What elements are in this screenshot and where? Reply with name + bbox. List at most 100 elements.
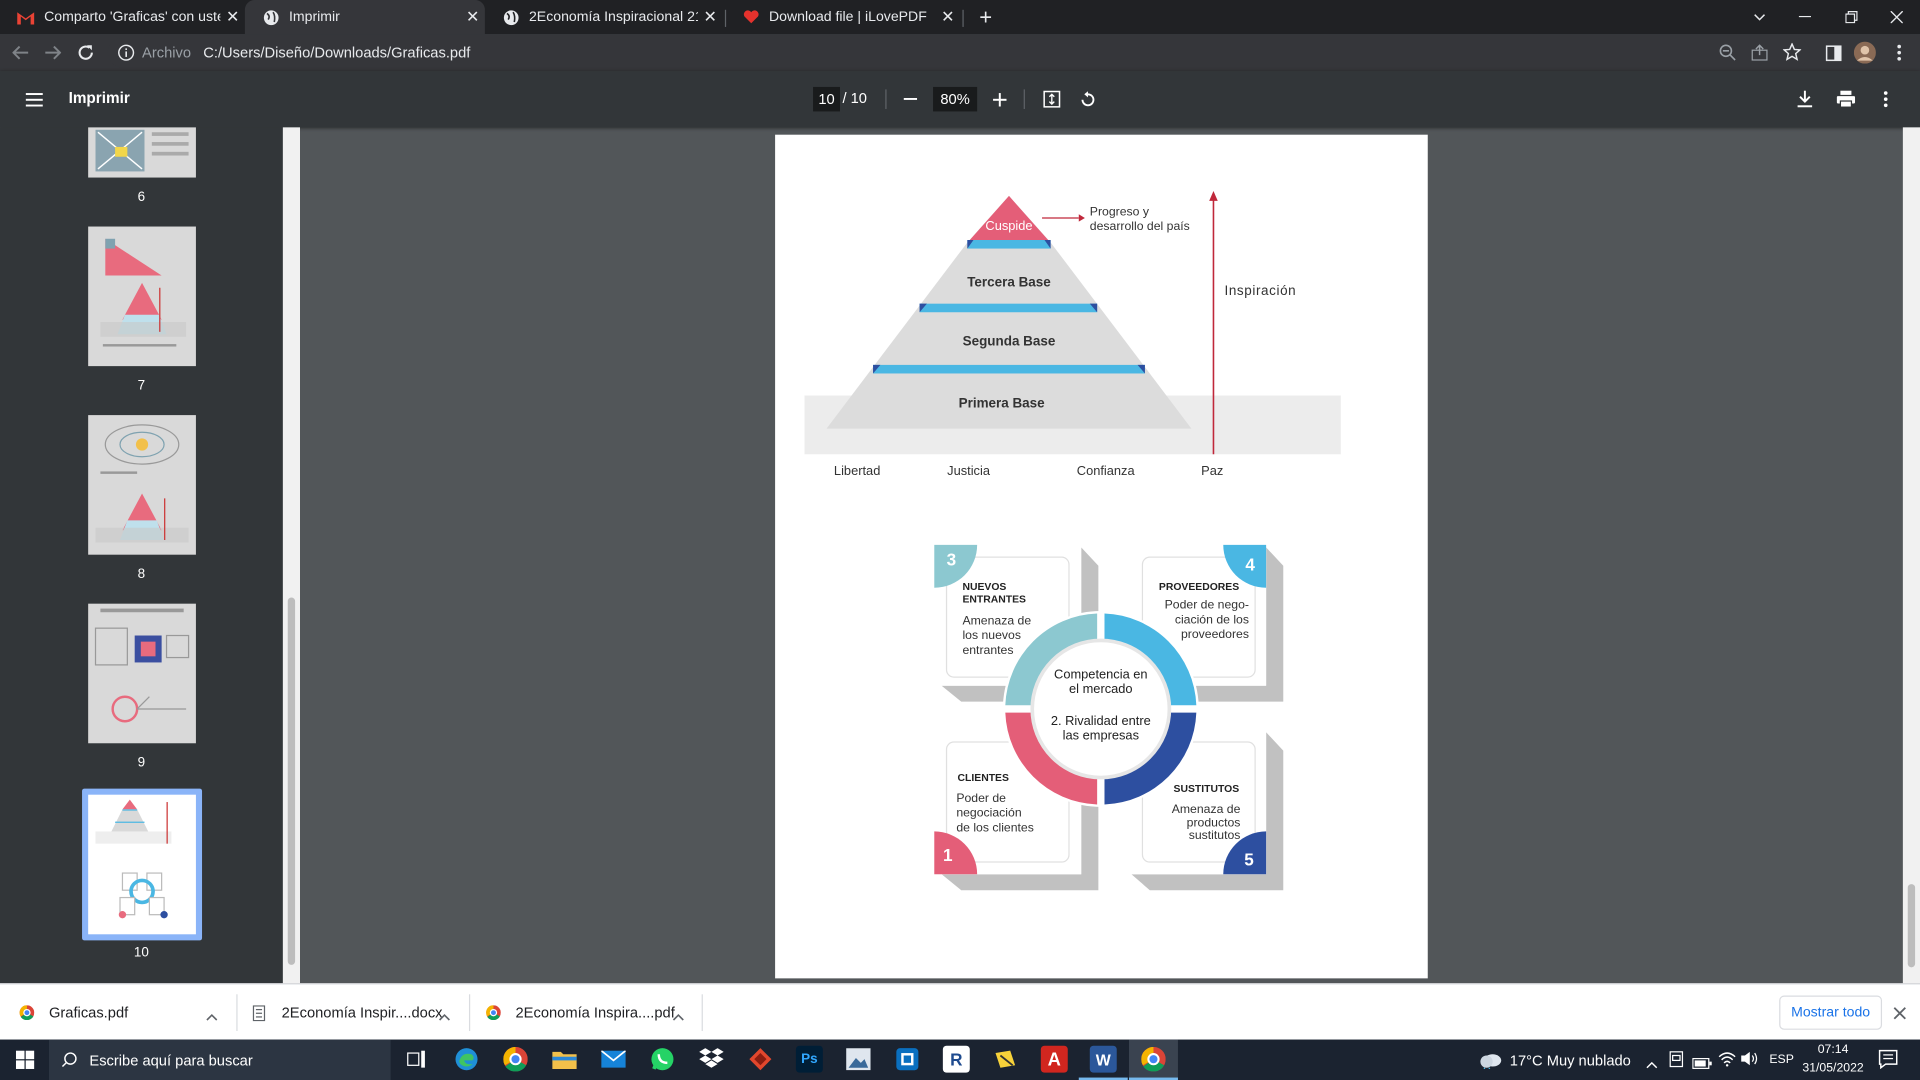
- language-indicator[interactable]: ESP: [1769, 1053, 1794, 1067]
- revit-icon[interactable]: R: [942, 1045, 970, 1073]
- page-total: / 10: [842, 89, 867, 107]
- center-text-line: 2. Rivalidad entre: [1051, 713, 1151, 728]
- autodesk-icon[interactable]: [747, 1046, 774, 1073]
- chrome-icon: [19, 1005, 35, 1021]
- tab-economia[interactable]: 2Economía Inspiracional 21.05.20 ✕: [485, 0, 723, 34]
- sketchup-icon[interactable]: [894, 1046, 921, 1073]
- wifi-icon[interactable]: [1718, 1051, 1736, 1071]
- tab-search-icon[interactable]: [1736, 0, 1783, 34]
- windows-start-icon[interactable]: [11, 1046, 38, 1073]
- page-thumbnail-10[interactable]: [88, 794, 196, 935]
- page-thumbnail-7[interactable]: [88, 226, 196, 367]
- zoom-input[interactable]: 80%: [933, 86, 978, 112]
- close-window-icon[interactable]: [1873, 0, 1920, 34]
- mail-icon[interactable]: [600, 1046, 627, 1073]
- page-thumbnail-6[interactable]: [88, 127, 196, 178]
- whatsapp-icon[interactable]: [649, 1046, 676, 1073]
- globe-icon: [502, 9, 519, 26]
- weather-cloud-icon[interactable]: [1478, 1049, 1502, 1072]
- taskbar-search-box[interactable]: Escribe aquí para buscar: [48, 1039, 391, 1080]
- sticky-notes-icon[interactable]: [992, 1046, 1019, 1073]
- reload-icon[interactable]: [70, 34, 102, 71]
- base-label: Libertad: [834, 463, 880, 478]
- card-body-line: Poder de nego-: [1165, 598, 1249, 612]
- forward-icon[interactable]: [37, 34, 69, 71]
- volume-icon[interactable]: [1740, 1051, 1758, 1071]
- task-view-icon[interactable]: [403, 1046, 430, 1073]
- chevron-up-icon[interactable]: [206, 1008, 218, 1025]
- info-icon[interactable]: [118, 44, 135, 65]
- base-label: Confianza: [1077, 463, 1136, 478]
- thumbnail-label: 10: [133, 945, 149, 961]
- pyramid-separator: [967, 240, 1051, 249]
- gmail-icon: [17, 9, 35, 26]
- chevron-up-icon[interactable]: [672, 1008, 684, 1025]
- file-explorer-icon[interactable]: [551, 1046, 578, 1073]
- thumbnail-sidebar: 6 7 8 9 10: [0, 127, 283, 984]
- close-tab-icon[interactable]: ✕: [465, 7, 480, 26]
- tab-gmail[interactable]: Comparto 'Graficas' con usted - a ✕: [0, 0, 245, 34]
- fit-page-icon[interactable]: [1038, 86, 1065, 113]
- chevron-up-icon[interactable]: [438, 1008, 450, 1025]
- battery-icon[interactable]: [1692, 1053, 1712, 1073]
- side-panel-icon[interactable]: [1817, 34, 1849, 71]
- separator: [236, 994, 238, 1032]
- weather-text[interactable]: 17°C Muy nublado: [1509, 1051, 1631, 1069]
- url-text[interactable]: C:/Users/Diseño/Downloads/Graficas.pdf: [203, 44, 471, 62]
- close-tab-icon[interactable]: ✕: [703, 7, 717, 26]
- hamburger-menu-icon[interactable]: [21, 86, 48, 113]
- chrome-active-icon[interactable]: [1140, 1046, 1167, 1073]
- download-item-pdf[interactable]: 2Economía Inspira....pdf: [486, 984, 694, 1040]
- close-tab-icon[interactable]: ✕: [941, 7, 955, 26]
- page-thumbnail-8[interactable]: [88, 415, 196, 555]
- photoshop-icon[interactable]: Ps: [795, 1045, 823, 1073]
- notifications-icon[interactable]: [1878, 1049, 1898, 1072]
- downloads-bar: Graficas.pdf 2Economía Inspir....docx 2E…: [0, 983, 1920, 1040]
- zoom-icon[interactable]: [1719, 44, 1736, 65]
- tab-separator: [962, 9, 964, 27]
- back-icon[interactable]: [5, 34, 37, 71]
- separator: [701, 994, 703, 1032]
- rotate-icon[interactable]: [1074, 86, 1101, 113]
- dropbox-icon[interactable]: [698, 1046, 725, 1073]
- sidebar-scroll-thumb[interactable]: [287, 597, 296, 965]
- acrobat-icon[interactable]: A: [1040, 1045, 1068, 1073]
- clock-time[interactable]: 07:14: [1817, 1043, 1849, 1057]
- chrome-icon[interactable]: [502, 1046, 529, 1073]
- edge-icon[interactable]: [453, 1046, 480, 1073]
- restore-icon[interactable]: [1828, 0, 1875, 34]
- document-scroll-thumb[interactable]: [1907, 884, 1916, 968]
- page-number-input[interactable]: 10: [813, 86, 841, 112]
- avatar[interactable]: [1849, 34, 1881, 71]
- print-icon[interactable]: [1832, 86, 1859, 113]
- browser-menu-icon[interactable]: [1883, 34, 1915, 71]
- show-all-downloads-button[interactable]: Mostrar todo: [1779, 995, 1883, 1030]
- download-item-graficas[interactable]: Graficas.pdf: [19, 984, 228, 1040]
- zoom-in-icon[interactable]: [986, 86, 1013, 113]
- image-viewer-icon[interactable]: [845, 1046, 872, 1073]
- address-bar[interactable]: Archivo C:/Users/Diseño/Downloads/Grafic…: [107, 37, 1810, 68]
- clock-date[interactable]: 31/05/2022: [1802, 1061, 1864, 1076]
- card-body-line: ciación de los: [1175, 612, 1249, 626]
- pdf-page: Cuspide Tercera Base Segunda Base Primer…: [775, 134, 1428, 979]
- pyramid-separator: [919, 303, 1098, 313]
- download-icon[interactable]: [1791, 86, 1818, 113]
- tab-imprimir[interactable]: Imprimir ✕: [244, 0, 485, 35]
- search-icon: [61, 1052, 77, 1068]
- close-downloads-bar-icon[interactable]: [1893, 1004, 1906, 1024]
- zoom-out-icon[interactable]: [896, 86, 923, 113]
- chevron-up-icon[interactable]: [1646, 1053, 1658, 1073]
- sidebar-scrollbar[interactable]: [282, 127, 301, 984]
- close-tab-icon[interactable]: ✕: [225, 7, 240, 26]
- minimize-icon[interactable]: [1782, 0, 1829, 34]
- bookmark-star-icon[interactable]: [1782, 42, 1802, 65]
- tab-ilovepdf[interactable]: Download file | iLovePDF ✕: [725, 0, 960, 34]
- download-item-docx[interactable]: 2Economía Inspir....docx: [252, 984, 460, 1040]
- new-tab-button[interactable]: +: [979, 4, 993, 29]
- document-scrollbar[interactable]: [1902, 127, 1920, 984]
- share-icon[interactable]: [1751, 44, 1768, 65]
- page-thumbnail-9[interactable]: [88, 603, 196, 744]
- more-actions-icon[interactable]: [1872, 86, 1899, 113]
- word-icon[interactable]: W: [1089, 1045, 1117, 1073]
- device-icon[interactable]: [1669, 1051, 1684, 1072]
